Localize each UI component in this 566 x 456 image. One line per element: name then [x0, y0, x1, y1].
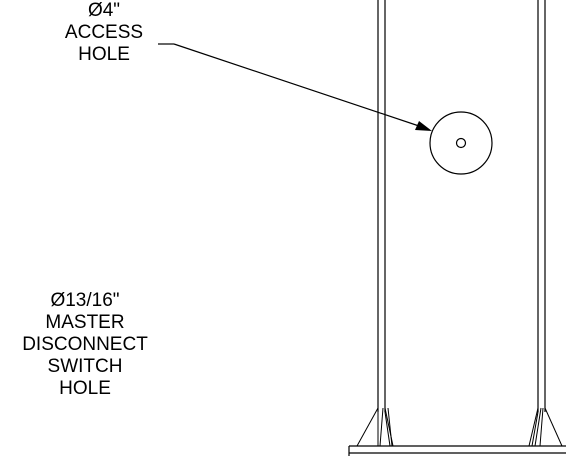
- access-hole-inner: [455, 137, 467, 149]
- access-hole: [429, 111, 493, 175]
- left-gusset: [356, 407, 394, 447]
- access-hole-label: Ø4" ACCESS HOLE: [44, 0, 164, 66]
- switch-hole-label-line-1: Ø13/16": [50, 290, 120, 311]
- switch-hole-label-line-2: MASTER: [45, 312, 125, 333]
- base-plate: [348, 445, 566, 456]
- right-gusset: [528, 407, 563, 447]
- access-hole-label-line-2: ACCESS: [64, 22, 144, 43]
- leader-arrowhead: [415, 121, 432, 131]
- access-hole-outer: [429, 111, 493, 175]
- left-post: [377, 0, 386, 412]
- switch-hole-label-line-5: HOLE: [59, 378, 111, 399]
- access-hole-label-line-3: HOLE: [78, 44, 130, 65]
- access-hole-label-line-1: Ø4": [87, 0, 121, 21]
- switch-hole-label-line-4: SWITCH: [47, 356, 123, 377]
- access-hole-leader: [158, 43, 423, 128]
- switch-hole-label: Ø13/16" MASTER DISCONNECT SWITCH HOLE: [0, 290, 170, 400]
- switch-hole-label-line-3: DISCONNECT: [22, 334, 148, 355]
- right-post: [537, 0, 546, 412]
